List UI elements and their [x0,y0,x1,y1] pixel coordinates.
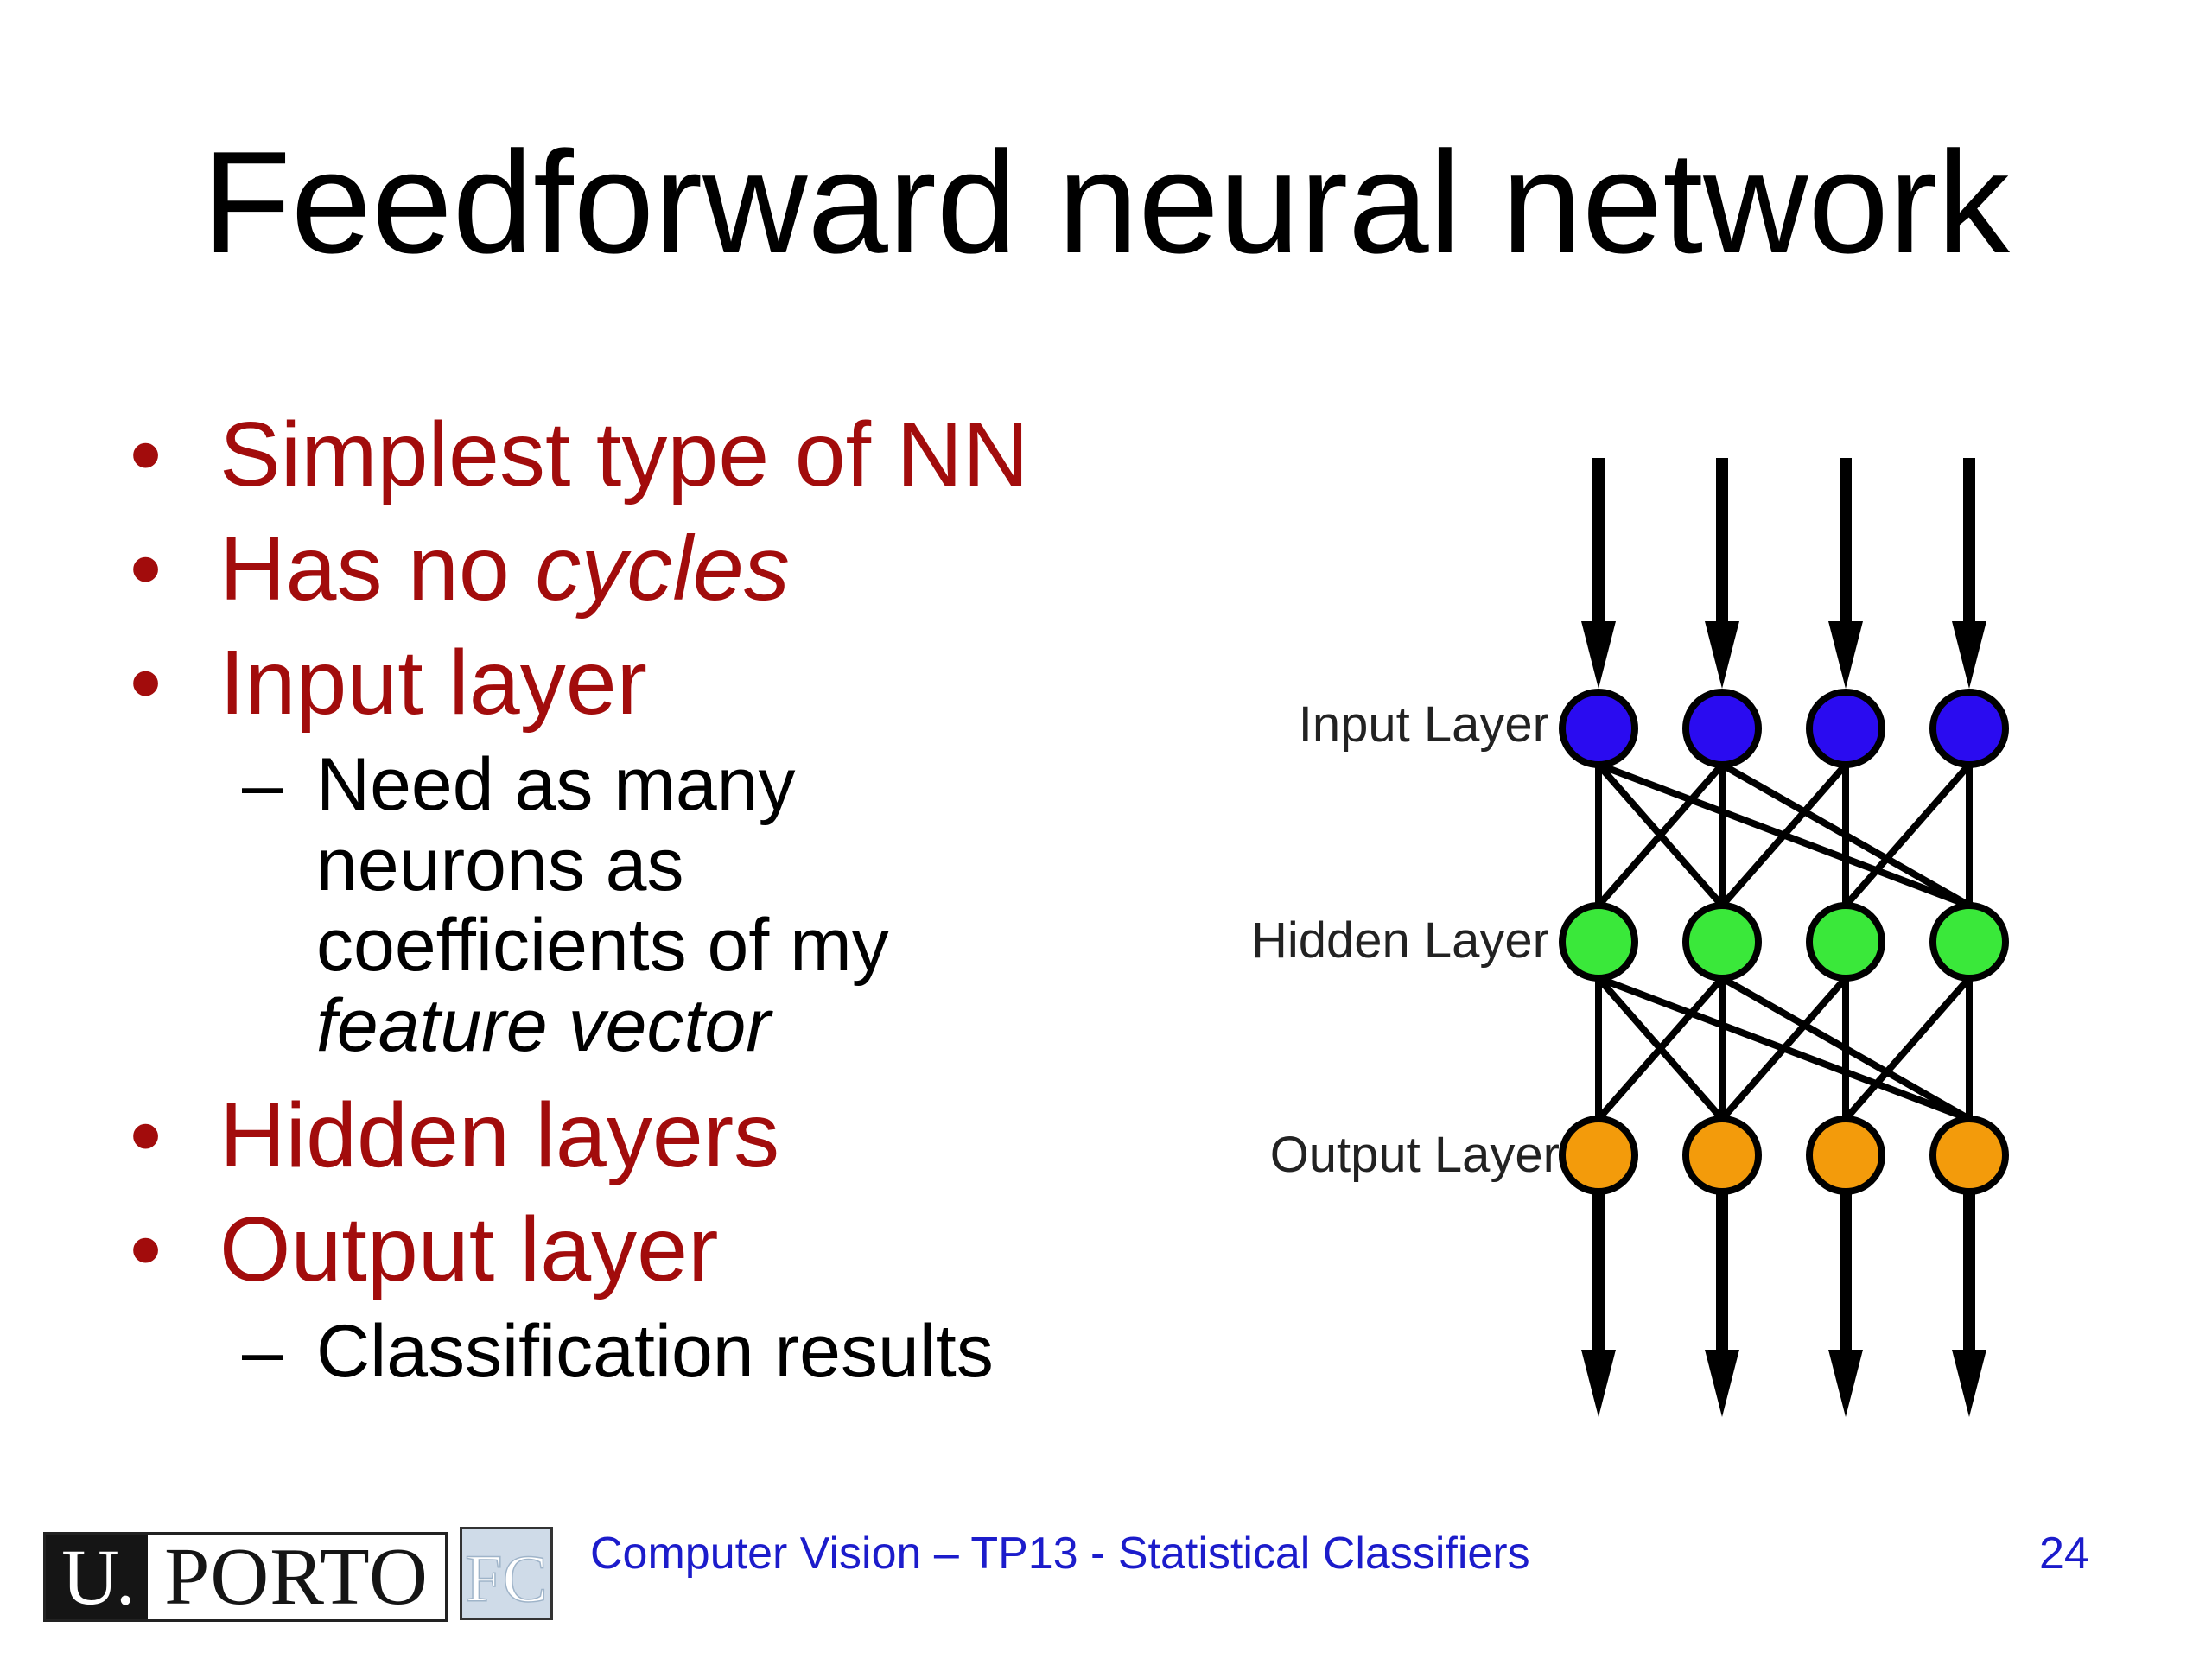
page-number: 24 [2039,1529,2089,1579]
connections-group [1595,761,1973,1122]
bullet-text: Hidden layers [219,1084,780,1186]
output-neuron [1559,1116,1638,1195]
fc-logo: FC [460,1527,553,1620]
connection-line-input-hidden [1842,761,1973,909]
arrow-down-icon [1705,1350,1739,1417]
arrow-down-icon [1705,621,1739,689]
arrow-down-icon [1828,1350,1863,1417]
subbullet-emphasis: feature vector [316,984,771,1067]
connection-line-input-hidden [1719,761,1849,909]
arrows-group [1581,458,1986,1417]
hidden-neuron [1929,902,2009,982]
output-layer-label: Output Layer [1270,1127,1560,1183]
hidden-neuron [1806,902,1885,982]
bullet-emphasis: cycles [535,518,790,620]
hidden-neuron [1682,902,1762,982]
connection-line-hidden-output [1595,975,1726,1122]
input-neuron [1806,689,1885,768]
fc-logo-frame [460,1527,553,1620]
hidden-layer-label: Hidden Layer [1251,912,1549,969]
bullet-input-layer: Input layer [130,626,1123,740]
neurons-group [1559,689,2009,1195]
connection-line-hidden-output [1719,975,1849,1122]
arrow-down-icon [1828,621,1863,689]
bullet-text: Has no [219,518,536,620]
subbullet-input-neurons: Need as many neurons as coefficients of … [130,745,1123,1066]
connection-line-input-hidden [1595,761,1726,909]
logo-porto: PORTO [164,1532,429,1622]
bullet-simplest: Simplest type of NN [130,397,1123,512]
input-neuron [1559,689,1638,768]
input-neuron [1929,689,2009,768]
subbullet-line: neurons as [316,823,684,906]
bullet-no-cycles: Has no cycles [130,512,1123,626]
output-neuron [1682,1116,1762,1195]
arrow-down-icon [1581,621,1616,689]
hidden-neuron [1559,902,1638,982]
bullet-text: Input layer [219,632,647,734]
neural-network-diagram: Input Layer Hidden Layer Output Layer [1251,458,2009,1417]
bullet-text: Simplest type of NN [219,404,1029,505]
output-neuron [1806,1116,1885,1195]
bullet-output-layer: Output layer [130,1192,1123,1306]
subbullet-line: Classification results [316,1310,994,1393]
input-layer-label: Input Layer [1299,696,1549,753]
slide-title: Feedforward neural network [202,121,2010,283]
bullet-text: Output layer [219,1198,719,1300]
footer-course: Computer Vision – TP13 - Statistical Cla… [590,1529,1530,1579]
bullet-list: Simplest type of NN Has no cycles Input … [130,397,1123,1392]
subbullet-classification: Classification results [130,1310,1123,1393]
logo-u: U. [46,1533,148,1621]
arrow-down-icon [1581,1350,1616,1417]
output-neuron [1929,1116,2009,1195]
subbullet-line: Need as many [316,743,796,826]
fc-logo-letters: FC [465,1541,547,1616]
input-neuron [1682,689,1762,768]
bullet-hidden-layers: Hidden layers [130,1078,1123,1192]
uporto-logo: U. PORTO [43,1532,448,1622]
arrow-down-icon [1952,1350,1986,1417]
subbullet-line: coefficients of my [316,904,889,987]
connection-line-hidden-output [1842,975,1973,1122]
arrow-down-icon [1952,621,1986,689]
